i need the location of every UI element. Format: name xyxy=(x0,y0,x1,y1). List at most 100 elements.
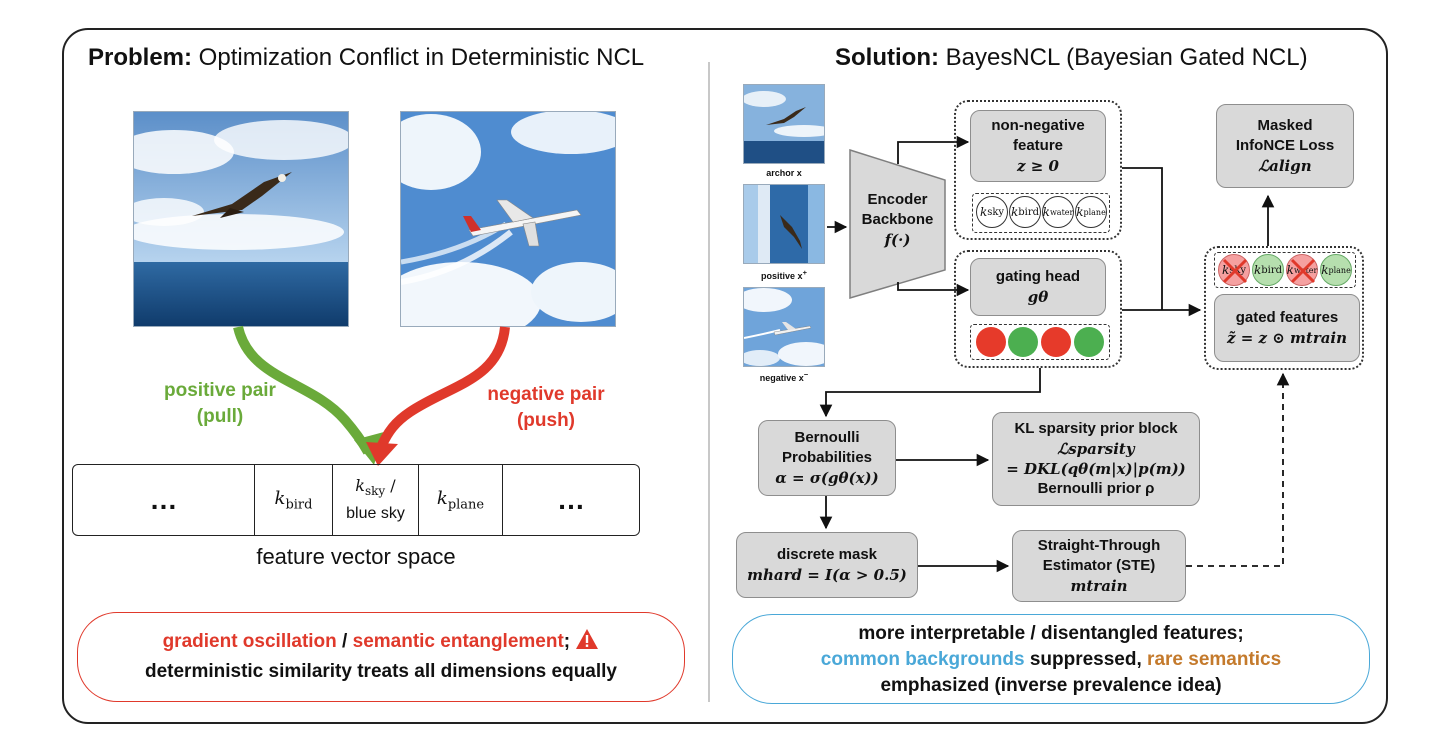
positive-image xyxy=(743,184,825,264)
semantic-entanglement-text: semantic entanglement xyxy=(352,631,564,652)
anchor-image xyxy=(743,84,825,164)
positive-caption: positive x+ xyxy=(743,268,825,281)
k-sky-slash: / xyxy=(385,476,396,496)
vector-ellipsis-right: … xyxy=(557,484,585,515)
problem-callout: gradient oscillation / semantic entangle… xyxy=(77,612,685,702)
problem-title: Problem: Optimization Conflict in Determ… xyxy=(88,44,644,72)
vector-caption: feature vector space xyxy=(256,544,456,569)
positive-caption-text: positive x xyxy=(761,271,803,281)
sparsity-loss-math: ℒsparsity xyxy=(1057,440,1135,458)
encoder-to-gating-arrow xyxy=(897,282,970,297)
discrete-mask-box: discrete mask mhard = I(α > 0.5) xyxy=(736,532,918,598)
airplane-icon xyxy=(773,325,812,336)
gate-circle-3 xyxy=(1041,327,1071,357)
gate-circles-row xyxy=(970,324,1110,360)
positive-pair-text: positive pair xyxy=(164,380,276,401)
align-loss-math: ℒalign xyxy=(1258,157,1312,175)
water-cross-icon xyxy=(1290,258,1316,284)
positive-caption-sup: + xyxy=(802,268,807,277)
gating-head-box: gating head gθ xyxy=(970,258,1106,316)
solution-title-rest: BayesNCL (Bayesian Gated NCL) xyxy=(938,44,1308,71)
alpha-math: α = σ(gθ(x)) xyxy=(775,469,879,487)
k-bird-symbol: k xyxy=(274,487,286,509)
hard-mask-math: mhard = I(α > 0.5) xyxy=(747,566,907,584)
feature-to-merge-line xyxy=(1122,167,1163,310)
gating-group xyxy=(954,250,1122,368)
eagle-icon xyxy=(766,107,806,125)
nonneg-line2: feature xyxy=(1012,137,1064,154)
kl-sparsity-box: KL sparsity prior block ℒsparsity = DKL(… xyxy=(992,412,1200,506)
problem-title-bold: Problem: xyxy=(88,44,193,71)
masked-text: Masked xyxy=(1257,117,1313,134)
vector-ellipsis-left: … xyxy=(73,465,255,535)
push-arrowhead xyxy=(366,442,398,466)
gated-k-plane-label: plane xyxy=(1328,265,1351,275)
anchor-caption: archor x xyxy=(766,168,802,178)
figure-frame xyxy=(62,28,1388,724)
rare-semantics-text: rare semantics xyxy=(1147,649,1282,670)
vector-cell-sky: ksky / blue sky xyxy=(333,465,419,535)
negative-caption-sup: − xyxy=(803,370,809,379)
bernoulli-prior-text: Bernoulli prior ρ xyxy=(1037,480,1155,497)
suppressed-text: suppressed, xyxy=(1024,649,1148,670)
positive-pair-label: positive pair (pull) xyxy=(160,378,280,430)
vector-cell-plane: kplane xyxy=(419,465,503,535)
gate-circle-2 xyxy=(1008,327,1038,357)
backbone-text: Backbone xyxy=(861,211,934,228)
push-text: (push) xyxy=(516,410,576,431)
k-bird-subscript: bird xyxy=(285,497,313,513)
problem-title-rest: Optimization Conflict in Deterministic N… xyxy=(192,44,645,71)
k-water-label: water xyxy=(1049,207,1074,217)
callout-semicolon: ; xyxy=(563,631,571,652)
feature-vector: … kbird ksky / blue sky kplane … xyxy=(72,464,640,536)
solution-callout: more interpretable / disentangled featur… xyxy=(732,614,1370,704)
negative-pair-text: negative pair xyxy=(487,384,605,405)
airplane-icon xyxy=(463,199,582,247)
solution-callout-line1: more interpretable / disentangled featur… xyxy=(858,623,1244,644)
gate-circle-1 xyxy=(976,327,1006,357)
k-sky-subscript: sky xyxy=(365,484,386,499)
gating-to-bernoulli-arrow xyxy=(819,368,1041,418)
problem-callout-line2: deterministic similarity treats all dime… xyxy=(144,661,617,682)
gating-head-math: gθ xyxy=(1027,288,1049,306)
nonneg-feature-box: non-negative feature z ≥ 0 xyxy=(970,110,1106,182)
blue-sky-text: blue sky xyxy=(346,504,405,522)
k-plane-symbol: k xyxy=(436,487,448,509)
solution-callout-line3: emphasized (inverse prevalence idea) xyxy=(880,675,1222,696)
bernoulli-text: Bernoulli xyxy=(794,429,860,446)
kl-title: KL sparsity prior block xyxy=(1014,420,1178,437)
encoder-shape xyxy=(849,148,946,300)
callout-separator: / xyxy=(336,631,353,652)
solution-title: Solution: BayesNCL (Bayesian Gated NCL) xyxy=(835,44,1308,72)
airplane-image xyxy=(400,111,616,327)
eagle-icon xyxy=(780,215,802,249)
encoder-text: Encoder xyxy=(867,191,928,208)
ste-to-gated-arrow xyxy=(1186,372,1290,567)
negative-pair-label: negative pair (push) xyxy=(476,382,616,434)
negative-caption-text: negative x xyxy=(759,373,804,383)
eagle-image xyxy=(133,111,349,327)
negative-image xyxy=(743,287,825,367)
masked-loss-box: Masked InfoNCE Loss ℒalign xyxy=(1216,104,1354,188)
encoder-to-feature-arrow xyxy=(897,135,970,164)
solution-title-bold: Solution: xyxy=(835,44,939,71)
nonneg-line1: non-negative xyxy=(991,117,1085,134)
discrete-mask-text: discrete mask xyxy=(776,546,878,563)
k-sky-symbol: k xyxy=(355,476,365,496)
probabilities-text: Probabilities xyxy=(781,449,873,466)
encoder-function: f(·) xyxy=(884,231,911,249)
gated-features-text: gated features xyxy=(1235,309,1339,326)
k-plane-subscript: plane xyxy=(447,497,485,513)
train-mask-math: mtrain xyxy=(1070,577,1128,595)
common-backgrounds-text: common backgrounds xyxy=(820,649,1025,670)
gated-k-bird-label: bird xyxy=(1261,264,1283,276)
gating-head-text: gating head xyxy=(995,268,1081,285)
gated-features-box: gated features z̃ = z ⊙ mtrain xyxy=(1214,294,1360,362)
